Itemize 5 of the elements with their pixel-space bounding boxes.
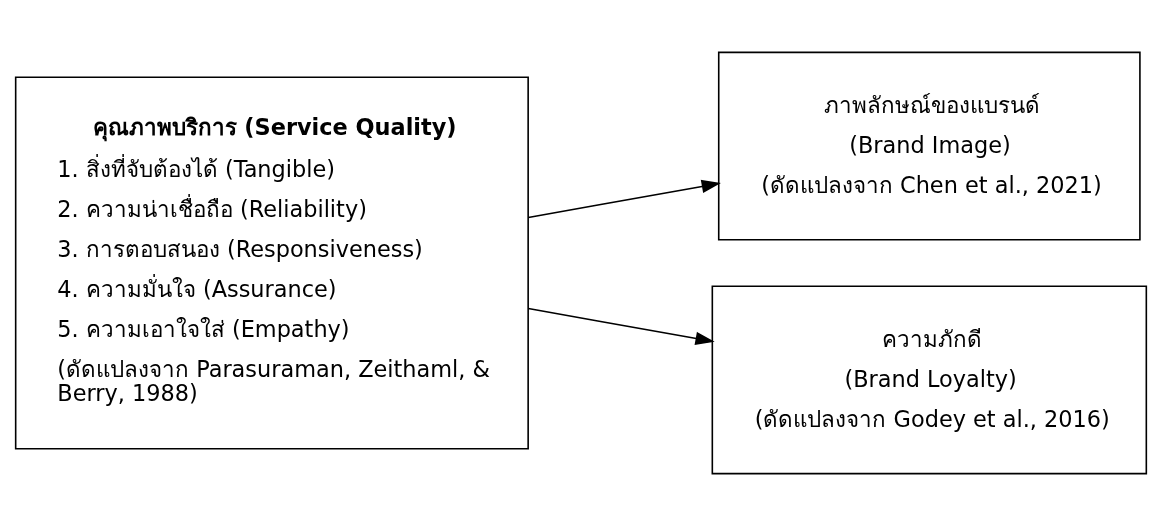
node-box: คุณภาพบริการ (Service Quality) 1. สิ่งที่จับต้องได้ (Tangible) 2. ความน่าเชื่อถือ (Reliability) 3. การตอบสนอง (Responsiveness) 4. ความมั่นใจ (Assurance) 5. ความเอาใจใส่ (Empathy) (ดัดแปลงจาก Parasuraman, Zeithaml, & Berry, 1988)	[14, 75, 529, 450]
node-box: ความภักดี (Brand Loyalty) (ดัดแปลงจาก Godey et al., 2016)	[711, 284, 1148, 474]
node-box: ภาพลักษณ์ของแบรนด์ (Brand Image) (ดัดแปลงจาก Chen et al., 2021)	[717, 51, 1141, 241]
arrow	[527, 179, 721, 218]
arrow	[527, 307, 715, 345]
